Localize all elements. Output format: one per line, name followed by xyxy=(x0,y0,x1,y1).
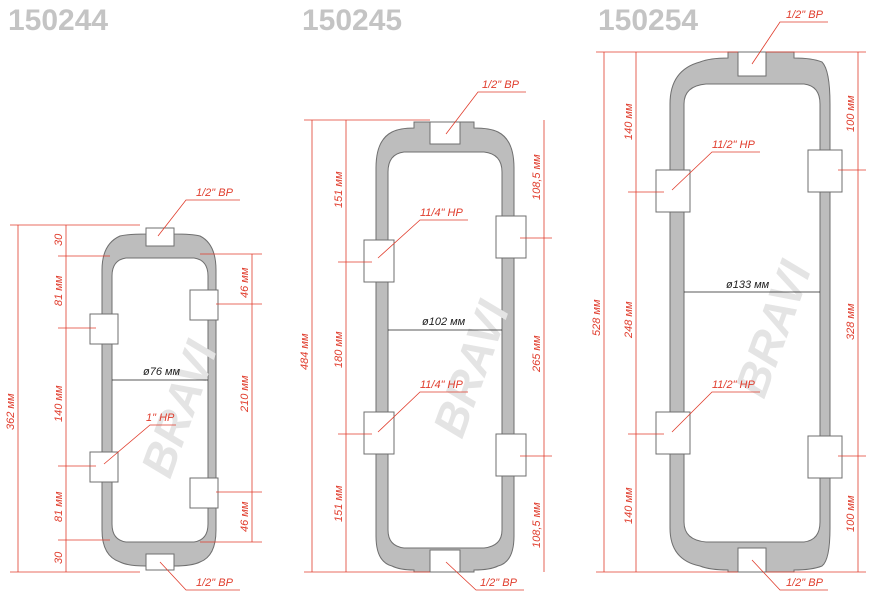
model-150244-left-nozzle-upper xyxy=(89,313,119,345)
model-150254-top-nozzle xyxy=(737,51,767,77)
model-150254-body-inner xyxy=(683,83,821,543)
model-150254-left-dim-1: 140 мм xyxy=(623,103,635,140)
model-150245-body-inner xyxy=(387,151,503,549)
model-150254: 150254 BRAVI ø133 мм 528 мм 140 мм 248 м… xyxy=(591,4,866,591)
model-150244-left-dim-2: 81 мм xyxy=(53,275,65,306)
model-150244-right-dim-1: 46 мм xyxy=(239,267,251,298)
model-150254-right-dim-1: 100 мм xyxy=(845,95,857,132)
model-150244-bottom-leader xyxy=(159,561,240,591)
model-150245-top-leader xyxy=(445,91,526,135)
model-150254-total-label: 528 мм xyxy=(591,299,603,336)
model-150254-title: 150254 xyxy=(598,4,698,37)
model-150254-side-leader-upper xyxy=(671,151,760,191)
model-150245-left-dim-3: 151 мм xyxy=(333,485,345,522)
model-150244-side-leader xyxy=(103,424,176,465)
model-150244-left-dim-1: 30 xyxy=(53,233,65,246)
model-150254-side-thread-lower: 11/2" НР xyxy=(712,379,755,391)
model-150245-side-leader-upper xyxy=(377,219,468,259)
model-150245-right-dim-2: 265 мм xyxy=(531,335,543,373)
model-150245-side-leader-lower xyxy=(377,391,468,433)
model-150244-right-nozzle-lower xyxy=(189,477,219,509)
model-150245-right-dim-1: 108,5 мм xyxy=(531,154,543,200)
model-150244-title: 150244 xyxy=(8,4,108,37)
model-150245-bottom-nozzle xyxy=(429,549,461,573)
model-150244-side-thread: 1" НР xyxy=(146,412,175,424)
model-150244-left-nozzle-lower xyxy=(89,451,119,483)
model-150244-total-label: 362 мм xyxy=(5,393,17,430)
model-150245: 150245 BRAVI ø102 мм 484 мм 151 мм 180 м… xyxy=(299,4,552,591)
model-150245-top-thread: 1/2" ВР xyxy=(482,79,520,91)
model-150254-diameter-label: ø133 мм xyxy=(726,279,770,291)
model-150245-right-dim-3: 108,5 мм xyxy=(531,502,543,548)
model-150254-bottom-thread: 1/2" ВР xyxy=(786,577,824,589)
model-150254-left-nozzle-lower xyxy=(655,411,691,455)
model-150254-right-dim-2: 328 мм xyxy=(845,303,857,340)
model-150244-left-dim-4: 81 мм xyxy=(53,491,65,522)
model-150244-left-dim-3: 140 мм xyxy=(53,385,65,422)
model-150254-left-dim-3: 140 мм xyxy=(623,487,635,524)
model-150245-right-nozzle-upper xyxy=(495,215,527,259)
model-150244-right-dim-2: 210 мм xyxy=(239,375,251,413)
model-150254-right-nozzle-upper xyxy=(807,149,843,193)
model-150254-top-leader xyxy=(751,21,828,65)
model-150254-right-dim-3: 100 мм xyxy=(845,495,857,532)
model-150245-bottom-leader xyxy=(445,561,524,591)
model-150254-side-thread-upper: 11/2" НР xyxy=(712,139,755,151)
model-150244-right-dim-3: 46 мм xyxy=(239,501,251,532)
model-150245-total-label: 484 мм xyxy=(299,333,311,370)
model-150254-left-dim-2: 248 мм xyxy=(623,301,635,339)
model-150245-side-thread-upper: 11/4" НР xyxy=(420,207,463,219)
model-150245-diameter-label: ø102 мм xyxy=(422,316,466,328)
model-150245-left-dim-1: 151 мм xyxy=(333,171,345,208)
model-150254-right-nozzle-lower xyxy=(807,435,843,479)
model-150245-side-thread-lower: 11/4" НР xyxy=(420,379,463,391)
model-150244-right-nozzle-upper xyxy=(189,289,219,321)
model-150245-left-dim-2: 180 мм xyxy=(333,331,345,368)
model-150244-top-leader xyxy=(157,199,240,237)
model-150245-right-nozzle-lower xyxy=(495,433,527,477)
model-150244: 150244 BRAVI ø76 мм 362 мм 30 81 мм 140 … xyxy=(5,4,262,591)
model-150245-left-nozzle-lower xyxy=(363,411,395,455)
model-150245-top-nozzle xyxy=(429,121,461,145)
model-150245-title: 150245 xyxy=(302,4,402,37)
model-150244-diameter-label: ø76 мм xyxy=(143,366,181,378)
model-150254-top-thread: 1/2" ВР xyxy=(786,9,824,21)
model-150245-bottom-thread: 1/2" ВР xyxy=(480,577,518,589)
model-150244-bottom-thread: 1/2" ВР xyxy=(196,577,234,589)
model-150244-top-thread: 1/2" ВР xyxy=(196,187,234,199)
model-150254-left-nozzle-upper xyxy=(655,169,691,213)
model-150244-body-inner xyxy=(111,257,209,543)
model-150244-left-dim-5: 30 xyxy=(53,551,65,564)
model-150244-top-nozzle xyxy=(145,227,175,247)
model-150254-side-leader-lower xyxy=(671,391,760,433)
model-150254-bottom-leader xyxy=(751,559,828,591)
model-150245-left-nozzle-upper xyxy=(363,239,395,283)
